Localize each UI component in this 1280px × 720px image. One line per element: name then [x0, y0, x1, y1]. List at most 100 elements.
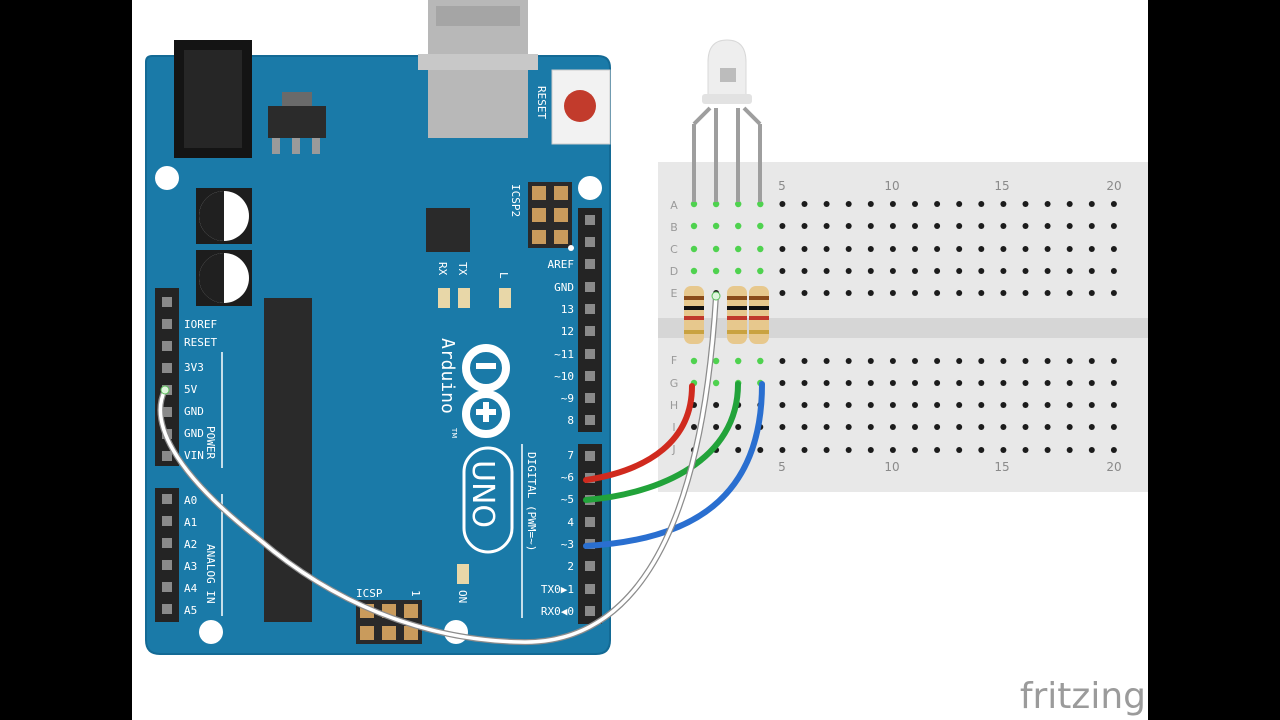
breadboard-hole — [779, 358, 786, 364]
breadboard-hole — [912, 268, 918, 274]
breadboard-hole — [1088, 424, 1095, 430]
pin-label-a3: A3 — [184, 560, 197, 573]
breadboard-hole — [956, 290, 963, 296]
breadboard-hole — [757, 267, 764, 275]
breadboard-hole — [1088, 447, 1095, 453]
arduino-uno-board: RESET ICSP2 RX TX L — [145, 0, 611, 655]
breadboard-hole — [845, 402, 852, 408]
pin-label-9: ~9 — [561, 392, 574, 405]
breadboard-hole — [867, 380, 874, 386]
pin-label-6: ~6 — [561, 471, 574, 484]
header-pin — [585, 349, 595, 359]
breadboard-hole — [690, 357, 698, 365]
breadboard-hole — [779, 402, 786, 408]
bb-bottom-number: 20 — [1106, 460, 1121, 474]
breadboard-hole — [867, 358, 874, 364]
breadboard-hole — [1110, 223, 1117, 229]
uno-label: UNO — [465, 460, 500, 528]
breadboard-hole — [735, 222, 742, 230]
breadboard-hole — [934, 268, 941, 274]
resistor-red-channel — [684, 286, 704, 344]
pin-label-gnd: GND — [184, 427, 204, 440]
breadboard-hole — [1110, 268, 1117, 274]
breadboard-hole — [1000, 402, 1007, 408]
breadboard-hole — [1022, 447, 1029, 453]
header-pin — [585, 415, 595, 425]
breadboard-hole — [912, 246, 918, 252]
breadboard-hole — [1110, 402, 1117, 408]
breadboard-hole — [1000, 380, 1007, 386]
breadboard-hole — [1044, 268, 1051, 274]
breadboard-hole — [801, 380, 808, 386]
breadboard-hole — [1022, 268, 1029, 274]
header-pin — [585, 282, 595, 292]
breadboard-hole — [779, 380, 786, 386]
breadboard-hole — [956, 268, 963, 274]
digital-header-lower — [578, 444, 602, 624]
wire-red-pin6 — [583, 383, 695, 483]
breadboard-hole — [912, 201, 918, 207]
breadboard-hole — [823, 358, 830, 364]
header-pin — [585, 584, 595, 594]
digital-upper-pin-labels: AREF GND 13 12 ~11 ~10 ~9 8 — [548, 258, 575, 427]
pin-label-4: 4 — [567, 516, 574, 529]
breadboard-hole — [934, 246, 941, 252]
brand-label: Arduino — [437, 338, 458, 414]
breadboard-hole — [801, 223, 808, 229]
header-pin — [162, 516, 172, 526]
breadboard-hole — [956, 246, 963, 252]
bb-row-letter: B — [670, 221, 678, 234]
breadboard-hole — [867, 268, 874, 274]
wire-endpoint — [711, 291, 721, 301]
analog-header — [155, 488, 179, 622]
breadboard-hole — [1066, 447, 1073, 453]
pin-label-aref: AREF — [548, 258, 575, 271]
pin-label-13: 13 — [561, 303, 574, 316]
bb-bottom-number: 5 — [778, 460, 786, 474]
breadboard-hole — [1066, 402, 1073, 408]
breadboard-hole — [978, 447, 985, 453]
breadboard-hole — [712, 245, 720, 253]
breadboard-hole — [823, 447, 830, 453]
breadboard-hole — [1088, 290, 1095, 296]
bb-row-letter: A — [670, 199, 678, 212]
breadboard-hole — [978, 358, 985, 364]
header-pin — [162, 297, 172, 307]
breadboard-hole — [1044, 201, 1051, 207]
on-label: ON — [456, 590, 469, 603]
breadboard-hole — [1110, 380, 1117, 386]
resistor-blue-channel — [749, 286, 769, 344]
breadboard-hole — [1066, 424, 1073, 430]
breadboard-hole — [801, 358, 808, 364]
breadboard-hole — [823, 246, 830, 252]
header-pin — [585, 606, 595, 616]
breadboard-hole — [1044, 223, 1051, 229]
bb-top-number: 10 — [884, 179, 899, 193]
breadboard-hole — [779, 447, 786, 453]
breadboard-hole — [889, 424, 896, 430]
pin-label-a2: A2 — [184, 538, 197, 551]
breadboard-hole — [978, 290, 985, 296]
breadboard-hole — [1000, 424, 1007, 430]
header-pin — [585, 561, 595, 571]
breadboard-hole — [978, 268, 985, 274]
l-label: L — [497, 272, 510, 279]
breadboard-hole — [845, 380, 852, 386]
header-pin — [162, 319, 172, 329]
breadboard-hole — [845, 290, 852, 296]
breadboard-hole — [1066, 223, 1073, 229]
header-pin — [162, 407, 172, 417]
breadboard-hole — [978, 424, 985, 430]
breadboard-hole — [956, 424, 963, 430]
breadboard-hole — [889, 290, 896, 296]
breadboard-hole — [757, 200, 764, 208]
header-pin — [585, 215, 595, 225]
pin-label-0: RX0◀0 — [541, 605, 574, 618]
breadboard-hole — [779, 223, 786, 229]
breadboard-hole — [690, 200, 698, 208]
bb-bottom-number: 10 — [884, 460, 899, 474]
breadboard-hole — [1000, 201, 1007, 207]
breadboard-hole — [978, 402, 985, 408]
breadboard-hole — [1000, 268, 1007, 274]
reset-label: RESET — [535, 86, 548, 119]
